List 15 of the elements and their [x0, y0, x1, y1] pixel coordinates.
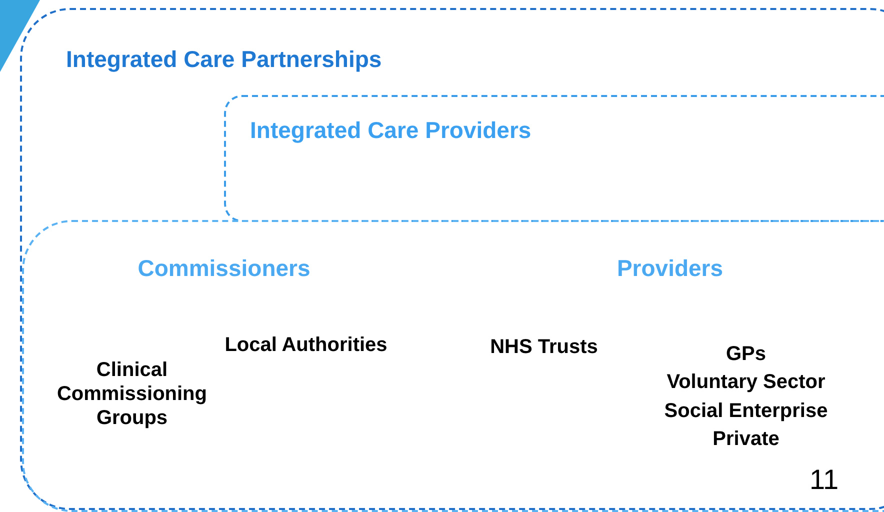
body-text: Clinical Commissioning Groups — [56, 358, 208, 430]
page-number: 11 — [808, 463, 840, 497]
box-title: Integrated Care Providers — [250, 117, 532, 144]
body-text: Private — [712, 427, 780, 451]
section-heading: Commissioners — [136, 255, 312, 283]
body-text: GPs — [724, 342, 768, 366]
body-text: Voluntary Sector — [666, 370, 826, 394]
inner-dashed-box — [224, 95, 884, 222]
body-text: Social Enterprise — [663, 399, 829, 423]
body-text: NHS Trusts — [489, 335, 599, 359]
body-text: Local Authorities — [224, 333, 388, 357]
box-title: Integrated Care Partnerships — [66, 46, 382, 73]
section-heading: Providers — [616, 255, 724, 283]
lower-dashed-box — [22, 220, 884, 512]
outer-dashed-box — [20, 8, 884, 510]
